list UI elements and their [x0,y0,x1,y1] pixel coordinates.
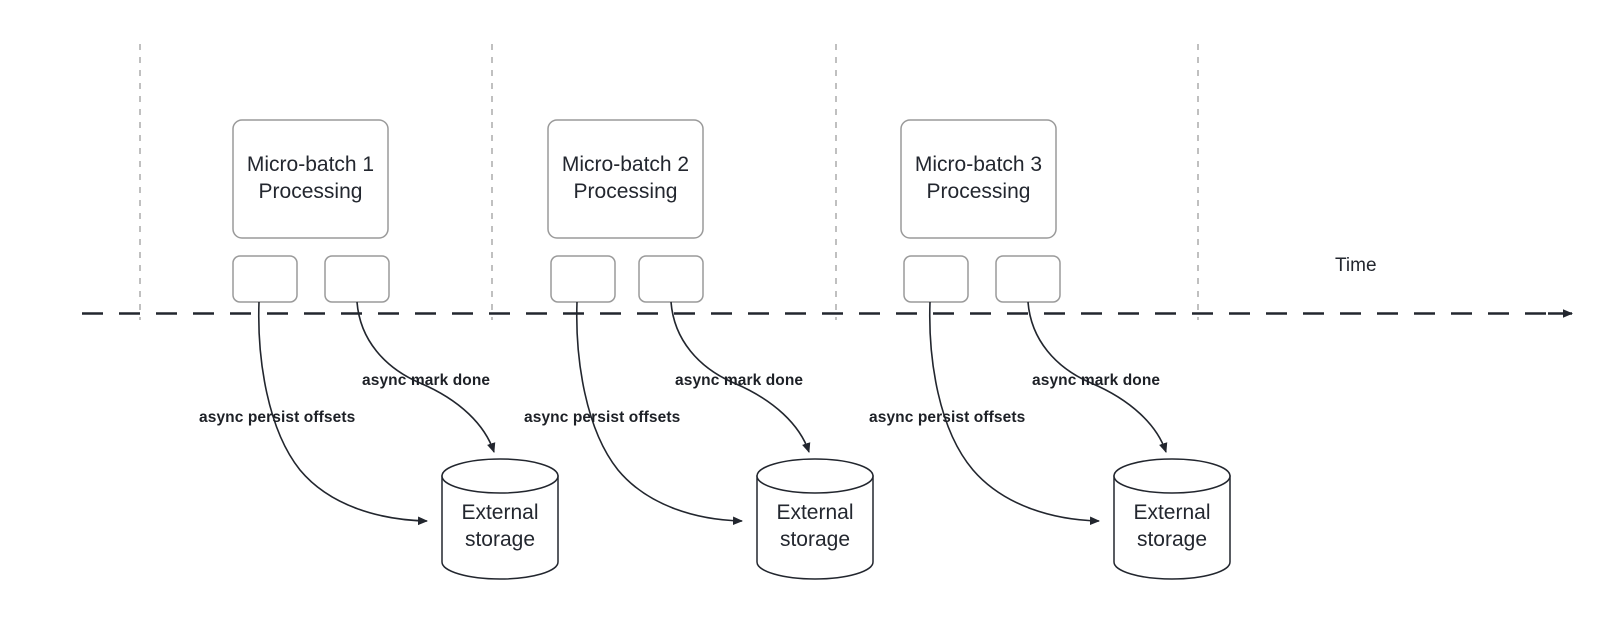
microbatch-box-2[interactable] [547,119,704,239]
edge-markdone-1 [356,301,496,453]
microbatch-box-1[interactable] [232,119,389,239]
task-box-1-right[interactable] [324,255,390,303]
group-2-shapes [547,119,874,580]
task-box-2-left[interactable] [550,255,616,303]
task-box-3-right[interactable] [995,255,1061,303]
edge-markdone-2 [670,301,811,453]
external-storage-2[interactable] [756,458,874,580]
external-storage-1[interactable] [441,458,559,580]
group-1-shapes [232,119,559,580]
edge-label-markdone-1: async mark done [362,372,491,389]
edge-label-persist-3: async persist offsets [869,409,1026,426]
edge-label-markdone-3: async mark done [1032,372,1161,389]
group-3-shapes [900,119,1231,580]
edge-persist-3 [928,301,1100,526]
external-storage-3[interactable] [1113,458,1231,580]
task-box-2-right[interactable] [638,255,704,303]
edge-persist-1 [257,301,428,526]
time-axis-label: Time [1335,255,1377,276]
task-box-1-left[interactable] [232,255,298,303]
task-box-3-left[interactable] [903,255,969,303]
edge-label-persist-2: async persist offsets [524,409,681,426]
edge-markdone-3 [1027,301,1168,453]
edge-persist-2 [575,301,743,526]
edge-label-persist-1: async persist offsets [199,409,356,426]
microbatch-box-3[interactable] [900,119,1057,239]
edge-label-markdone-2: async mark done [675,372,804,389]
